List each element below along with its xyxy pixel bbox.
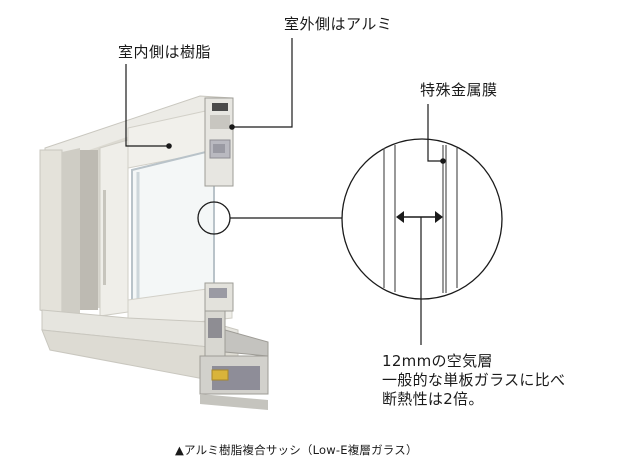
callout-outdoor-leader [232, 38, 293, 128]
note-line-3: 断熱性は2倍。 [382, 390, 484, 408]
callout-outdoor-dot [229, 124, 235, 130]
callout-indoor-label: 室内側は樹脂 [118, 43, 212, 61]
note-line-2: 一般的な単板ガラスに比べ [382, 371, 566, 389]
caption-text: アルミ樹脂複合サッシ（Low-E複層ガラス） [184, 443, 418, 457]
triangle-marker-icon: ▲ [175, 443, 185, 457]
callout-indoor-leader [125, 64, 168, 147]
callout-outdoor-label: 室外側はアルミ [284, 15, 393, 33]
magnified-glass-section [341, 138, 503, 300]
window-frame-illustration [39, 95, 269, 410]
frame-profile-top [204, 97, 234, 187]
figure-caption: ▲アルミ樹脂複合サッシ（Low-E複層ガラス） [175, 442, 418, 458]
callout-film-dot [440, 158, 446, 164]
callout-film-leader [427, 104, 442, 162]
air-gap-note: 12mmの空気層 一般的な単板ガラスに比べ 断熱性は2倍。 [382, 352, 565, 409]
air-gap-dimension-arrow [396, 211, 443, 223]
callout-metal-film-label: 特殊金属膜 [420, 81, 498, 99]
frame-profile-bottom [199, 282, 269, 410]
note-line-1: 12mmの空気層 [382, 352, 493, 370]
callout-indoor-dot [166, 143, 172, 149]
